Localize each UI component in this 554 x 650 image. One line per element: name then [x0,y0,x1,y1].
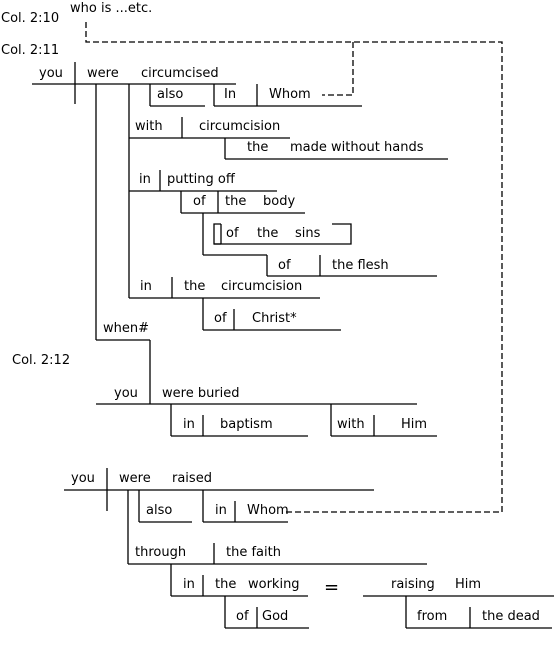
word-from: from [417,609,447,624]
word-of: of [214,311,227,326]
word-raising: raising [391,577,435,592]
word-were: were [87,66,119,81]
word-baptism: baptism [220,417,273,432]
connector-whom-mid [322,42,354,96]
word-body: body [263,194,295,209]
word-him: Him [401,417,427,432]
word-were: were [119,471,151,486]
word-circumcision: circumcision [199,119,280,134]
word-with: with [337,417,365,432]
word-in: In [224,87,236,102]
word-of: of [226,226,239,241]
word-the: the [215,577,236,592]
bracket-left-sins [213,223,221,245]
word-in: in [183,417,195,432]
word-him: Him [455,577,481,592]
word-you: you [39,66,63,81]
word-of: of [278,258,291,273]
word-whom: Whom [247,503,289,518]
word-in: in [215,503,227,518]
word-raised: raised [172,471,212,486]
word-when: when# [103,321,149,336]
word-christ: Christ* [252,311,297,326]
word-were-buried: were buried [162,386,240,401]
word-you: you [71,471,95,486]
word-putting-off: putting off [167,172,236,187]
word-working: working [248,577,300,592]
word-the: the [257,226,278,241]
word-sins: sins [295,226,321,241]
word-also: also [146,503,172,518]
word-in: in [183,577,195,592]
word-the: the [225,194,246,209]
connector-whom-top [85,22,503,513]
word-the-flesh: the flesh [332,258,389,273]
word-who-is-etc: who is ...etc. [70,1,152,16]
equals-sign: = [324,577,339,598]
word-in: in [139,172,151,187]
word-the: the [184,279,205,294]
word-through: through [135,545,186,560]
bracket-right-sins [332,223,352,245]
word-whom: Whom [269,87,311,102]
word-the-faith: the faith [226,545,281,560]
word-circumcised: circumcised [141,66,219,81]
word-the-dead: the dead [482,609,540,624]
word-you: you [114,386,138,401]
word-of: of [193,194,206,209]
word-god: God [262,609,288,624]
word-of: of [236,609,249,624]
ref-col-2-10: Col. 2:10 [1,11,59,26]
ref-col-2-12: Col. 2:12 [12,353,70,368]
word-in: in [140,279,152,294]
word-with: with [135,119,163,134]
word-circumcision: circumcision [221,279,302,294]
ref-col-2-11: Col. 2:11 [1,43,59,58]
word-also: also [157,87,183,102]
word-made-without-hands: made without hands [290,140,424,155]
word-the: the [247,140,268,155]
